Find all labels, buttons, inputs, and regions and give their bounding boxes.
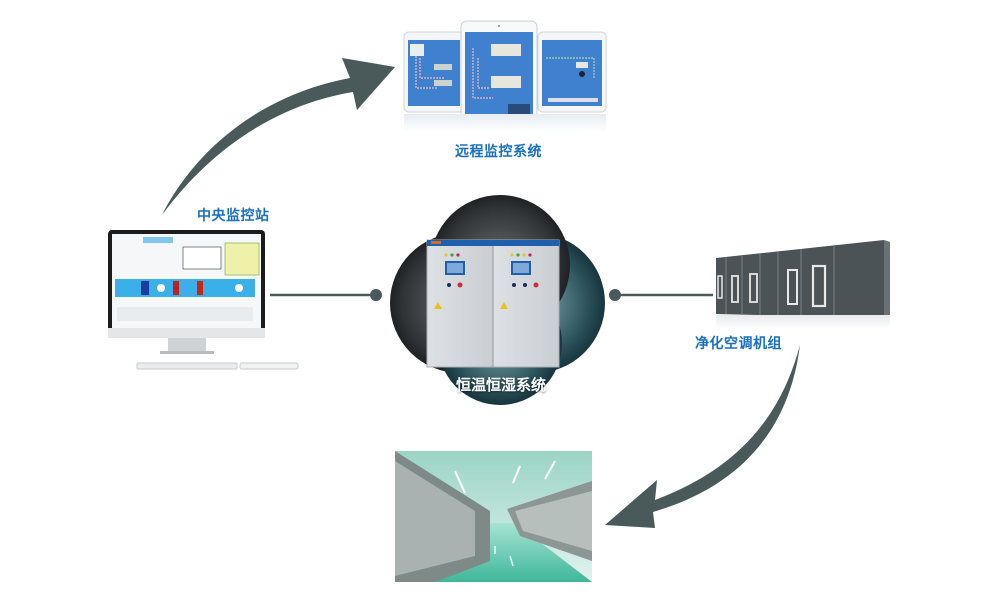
connector-dot [370,289,382,301]
connector-dot [609,289,621,301]
tablets-icon [403,20,607,132]
core-system-label: 恒温恒湿系统 [456,376,547,394]
control-cabinet-icon [390,195,605,405]
constant-temp-humidity-system [385,193,615,406]
central-station-label: 中央监控站 [197,208,270,224]
desktop-monitor-icon [108,230,299,370]
remote-monitoring-tablets [398,18,613,133]
cleanroom-photo [395,451,592,582]
central-monitoring-computer [105,229,300,377]
air-handling-unit-icon [716,240,890,329]
arrow-ahu-to-cleanroom [605,345,800,528]
connector-central-core [270,289,382,301]
remote-monitoring-label: 远程监控系统 [455,144,542,160]
purification-ahu [712,236,892,331]
connector-ahu-core [609,289,713,301]
arrow-central-to-remote [162,58,395,215]
ahu-label: 净化空调机组 [695,336,782,352]
